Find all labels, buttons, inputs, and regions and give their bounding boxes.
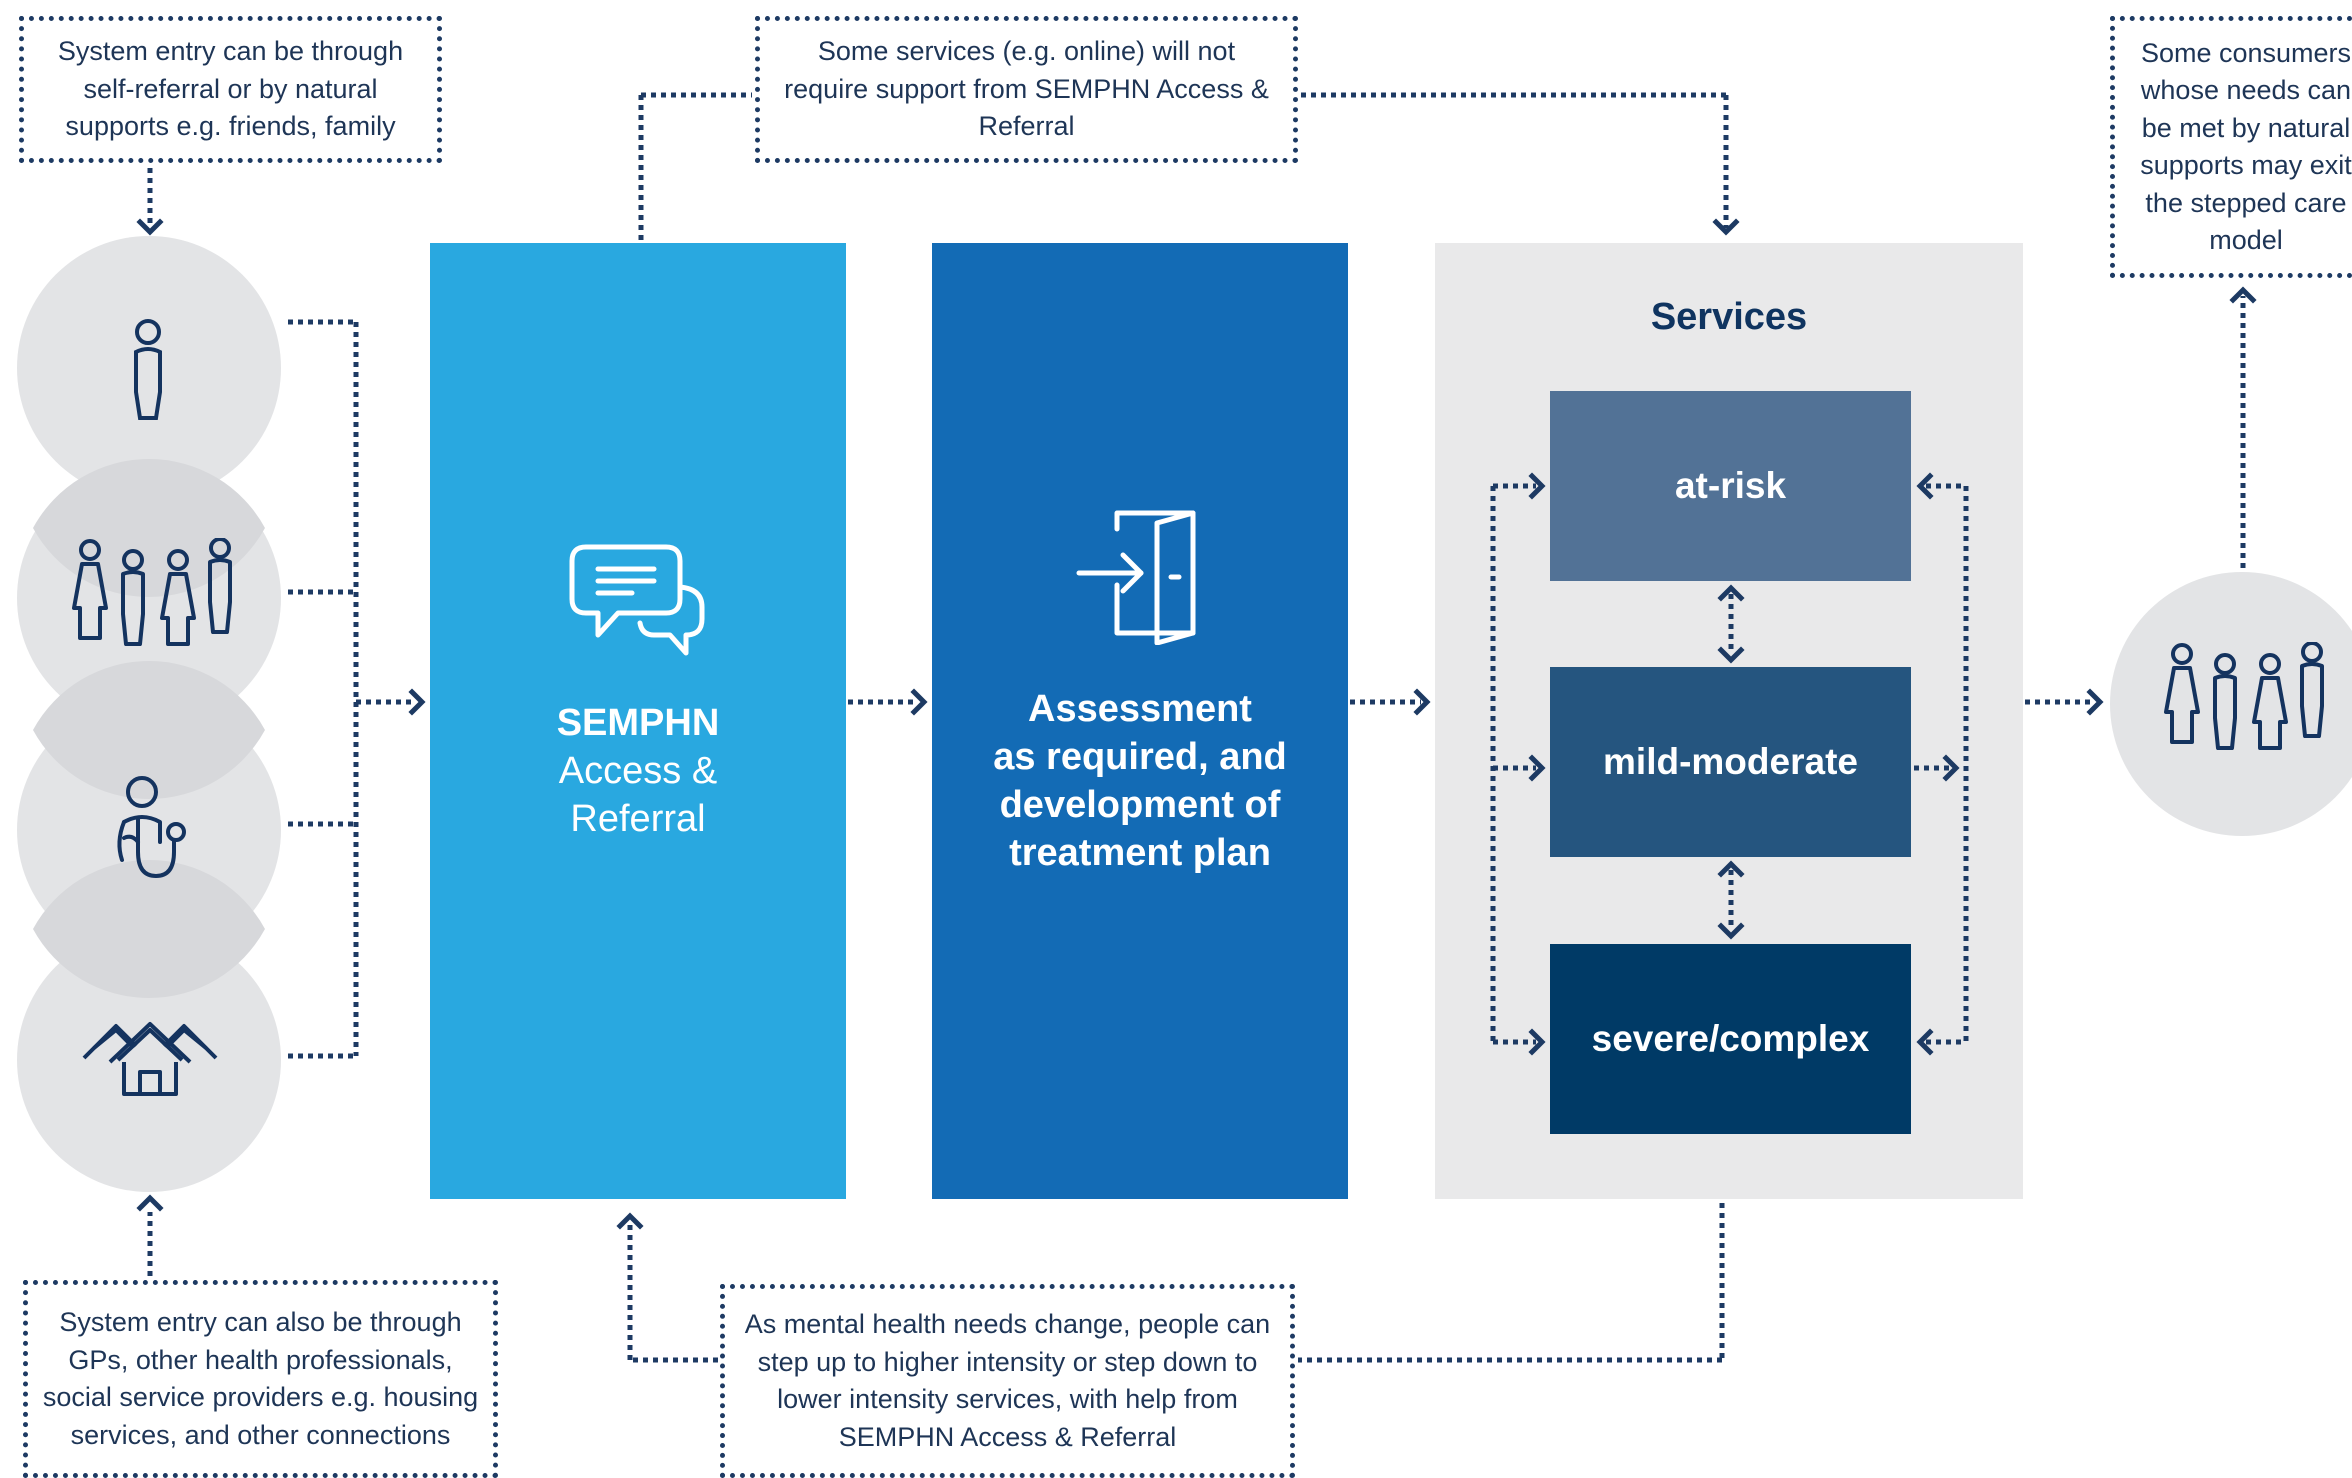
service-severe-complex: severe/complex xyxy=(1550,944,1911,1134)
note-exit: Some consumers whose needs can be met by… xyxy=(2110,16,2352,278)
note-self-referral: System entry can be through self-referra… xyxy=(19,16,442,163)
assessment-line3: development of xyxy=(999,784,1281,826)
assessment-line1: Assessment xyxy=(1028,688,1252,730)
note-exit-text: Some consumers whose needs can be met by… xyxy=(2140,37,2352,256)
access-title: SEMPHN xyxy=(556,702,720,744)
family-icon xyxy=(72,538,232,646)
door-icon xyxy=(1076,510,1196,645)
note-online-text: Some services (e.g. online) will not req… xyxy=(784,36,1269,142)
access-referral-box: SEMPHN Access & Referral xyxy=(430,243,846,1199)
assessment-line2: as required, and xyxy=(993,736,1287,778)
note-self-referral-text: System entry can be through self-referra… xyxy=(57,36,404,142)
assessment-line4: treatment plan xyxy=(1009,832,1271,874)
circle-exit-family xyxy=(2110,572,2352,836)
service-at-risk: at-risk xyxy=(1550,391,1911,581)
doctor-icon xyxy=(117,776,186,878)
service-mild-moderate: mild-moderate xyxy=(1550,667,1911,857)
note-step-up-down: As mental health needs change, people ca… xyxy=(720,1284,1295,1478)
chat-icon xyxy=(569,544,705,656)
houses-icon xyxy=(82,1022,218,1096)
note-online-services: Some services (e.g. online) will not req… xyxy=(755,16,1298,163)
note-gp-entry: System entry can also be through GPs, ot… xyxy=(23,1280,498,1478)
note-gp-entry-text: System entry can also be through GPs, ot… xyxy=(42,1307,479,1450)
access-line2: Access & xyxy=(558,750,718,792)
services-title: Services xyxy=(1650,296,1808,338)
family-exit-icon xyxy=(2164,642,2324,750)
circle-individual xyxy=(17,236,281,500)
access-line3: Referral xyxy=(570,798,706,840)
person-icon xyxy=(134,319,162,420)
assessment-box: Assessment as required, and development … xyxy=(932,243,1348,1199)
note-step-text: As mental health needs change, people ca… xyxy=(744,1309,1271,1452)
